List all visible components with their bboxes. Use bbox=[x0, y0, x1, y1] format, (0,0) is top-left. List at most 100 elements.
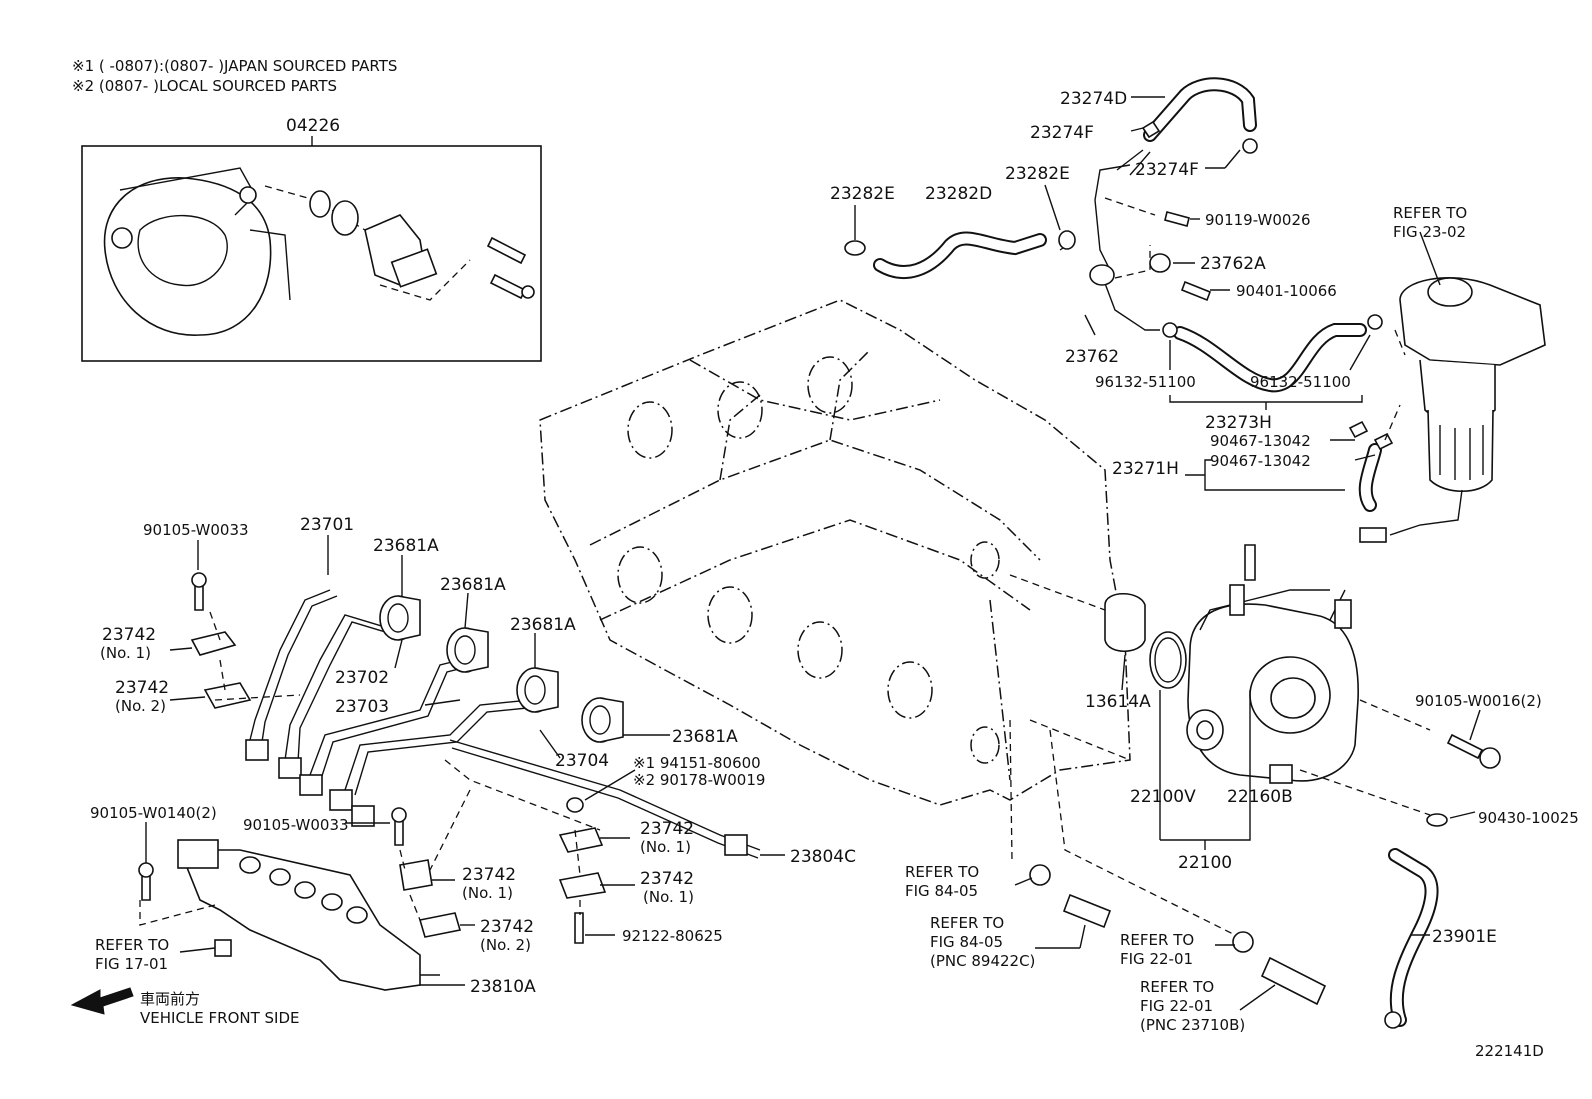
label-refer-fig-22-01-b-line3: (PNC 23710B) bbox=[1140, 1016, 1245, 1034]
label-90105-W0016: 90105-W0016(2) bbox=[1415, 692, 1542, 710]
label-96132-51100-a: 96132-51100 bbox=[1095, 373, 1196, 391]
washer-84-05 bbox=[1029, 864, 1051, 886]
label-23762: 23762 bbox=[1065, 347, 1119, 367]
inset-04226 bbox=[81, 136, 542, 362]
label-90430-10025: 90430-10025 bbox=[1478, 809, 1579, 827]
pipe-23762 bbox=[1094, 164, 1131, 271]
sensor-89422C bbox=[1062, 893, 1112, 929]
label-23742-no1-b-sub: (No. 1) bbox=[640, 838, 691, 856]
label-refer-fig-22-01-b-line2: FIG 22-01 bbox=[1140, 997, 1213, 1015]
label-22100: 22100 bbox=[1178, 853, 1232, 873]
label-23282D: 23282D bbox=[925, 184, 992, 204]
clamp-23742-no1-a bbox=[190, 631, 237, 656]
clip-23282E-a bbox=[844, 240, 866, 256]
bolt-90119-W0026 bbox=[1164, 211, 1190, 227]
bolt-90105-W0016 bbox=[1446, 733, 1484, 760]
clip-90467-a bbox=[1348, 420, 1369, 439]
label-94151-80600: ※1 94151-80600 bbox=[633, 754, 761, 772]
label-refer-fig-23-02-line1: REFER TO bbox=[1393, 204, 1467, 222]
sleeve-23681A-1 bbox=[379, 595, 421, 641]
label-23681A-a: 23681A bbox=[373, 536, 439, 556]
pipe-end-4 bbox=[329, 789, 353, 811]
label-96132-51100-b: 96132-51100 bbox=[1250, 373, 1351, 391]
sleeve-23681A-3 bbox=[516, 667, 559, 713]
label-23742-no1-c-sub: (No. 1) bbox=[643, 888, 694, 906]
label-refer-fig-84-05-b-line3: (PNC 89422C) bbox=[930, 952, 1035, 970]
label-23681A-c: 23681A bbox=[510, 615, 576, 635]
pipe-23762-stub bbox=[1116, 149, 1151, 176]
label-23762A: 23762A bbox=[1200, 254, 1266, 274]
valve-23710B bbox=[1260, 956, 1327, 1006]
label-23703: 23703 bbox=[335, 697, 389, 717]
clip-96132-b bbox=[1367, 314, 1383, 330]
label-vehicle-front-side: VEHICLE FRONT SIDE bbox=[140, 1009, 300, 1027]
pipe-end-1 bbox=[245, 739, 269, 761]
label-23901E: 23901E bbox=[1432, 927, 1497, 947]
clip-23282E-b bbox=[1058, 230, 1076, 250]
pipe-end-23804C bbox=[724, 834, 748, 856]
label-23274F-a: 23274F bbox=[1030, 123, 1094, 143]
fuel-filter-assembly bbox=[1359, 277, 1546, 543]
label-23804C: 23804C bbox=[790, 847, 856, 867]
injection-pipes bbox=[245, 589, 761, 859]
label-13614A: 13614A bbox=[1085, 692, 1151, 712]
label-90105-W0140: 90105-W0140(2) bbox=[90, 804, 217, 822]
label-23704: 23704 bbox=[555, 751, 609, 771]
washer-22-01 bbox=[1232, 931, 1254, 953]
label-23681A-b: 23681A bbox=[440, 575, 506, 595]
label-23702: 23702 bbox=[335, 668, 389, 688]
clamp-23742-no2-a bbox=[203, 682, 252, 709]
label-23742-no1-d-sub: (No. 1) bbox=[462, 884, 513, 902]
clip-23274F-a bbox=[1141, 120, 1161, 139]
hose-23273H bbox=[1173, 323, 1367, 393]
note-local-sourced: ※2 (0807- )LOCAL SOURCED PARTS bbox=[72, 77, 337, 95]
label-refer-fig-17-01-line2: FIG 17-01 bbox=[95, 955, 168, 973]
label-22160B: 22160B bbox=[1227, 787, 1293, 807]
gasket-13614A bbox=[1104, 593, 1146, 653]
vehicle-front-arrow-icon bbox=[70, 987, 134, 1015]
label-90401-10066: 90401-10066 bbox=[1236, 282, 1337, 300]
label-23742-no1-a-sub: (No. 1) bbox=[100, 644, 151, 662]
label-23274D: 23274D bbox=[1060, 89, 1127, 109]
oring-22100V bbox=[1149, 631, 1187, 689]
part-fig-17-01 bbox=[214, 939, 232, 957]
label-refer-fig-84-05-b-line2: FIG 84-05 bbox=[930, 933, 1003, 951]
label-refer-fig-84-05-a-line1: REFER TO bbox=[905, 863, 979, 881]
clamp-23742-no1-b bbox=[558, 827, 604, 853]
label-23742-no1-c: 23742 bbox=[640, 869, 694, 889]
stud-92122-80625 bbox=[574, 912, 584, 944]
label-23273H: 23273H bbox=[1205, 413, 1272, 433]
label-23681A-d: 23681A bbox=[672, 727, 738, 747]
figure-id: 222141D bbox=[1475, 1042, 1544, 1060]
label-23742-no1-b: 23742 bbox=[640, 819, 694, 839]
clamp-23742-no1-c bbox=[558, 872, 607, 899]
note-japan-sourced: ※1 ( -0807):(0807- )JAPAN SOURCED PARTS bbox=[72, 57, 397, 75]
pipe-end-3 bbox=[299, 774, 323, 796]
label-90119-W0026: 90119-W0026 bbox=[1205, 211, 1311, 229]
sleeve-23681A-2 bbox=[446, 627, 489, 673]
hose-23274D bbox=[1143, 77, 1257, 142]
clamp-23742-no2-b bbox=[418, 912, 462, 938]
washer-90430-10025 bbox=[1426, 813, 1448, 827]
clip-96132-a bbox=[1162, 322, 1178, 338]
bolt-94151 bbox=[566, 797, 584, 813]
pipe-end-2 bbox=[278, 757, 302, 779]
label-90105-W0033-b: 90105-W0033 bbox=[243, 816, 349, 834]
label-90467-13042-a: 90467-13042 bbox=[1210, 432, 1311, 450]
label-refer-fig-17-01-line1: REFER TO bbox=[95, 936, 169, 954]
label-refer-fig-22-01-b-line1: REFER TO bbox=[1140, 978, 1214, 996]
label-23274F-b: 23274F bbox=[1135, 160, 1199, 180]
engine-block-outline bbox=[539, 299, 1131, 806]
label-refer-fig-23-02-line2: FIG 23-02 bbox=[1393, 223, 1466, 241]
label-04226: 04226 bbox=[286, 116, 340, 136]
label-23742-no2-b: 23742 bbox=[480, 917, 534, 937]
label-90467-13042-b: 90467-13042 bbox=[1210, 452, 1311, 470]
label-23742-no2-b-sub: (No. 2) bbox=[480, 936, 531, 954]
label-23742-no2-a: 23742 bbox=[115, 678, 169, 698]
label-refer-fig-84-05-a-line2: FIG 84-05 bbox=[905, 882, 978, 900]
label-23742-no1-d: 23742 bbox=[462, 865, 516, 885]
clip-23274F-b bbox=[1242, 138, 1258, 154]
pipe-end-5 bbox=[351, 805, 375, 827]
clamp-23742-no1-d bbox=[399, 859, 433, 891]
